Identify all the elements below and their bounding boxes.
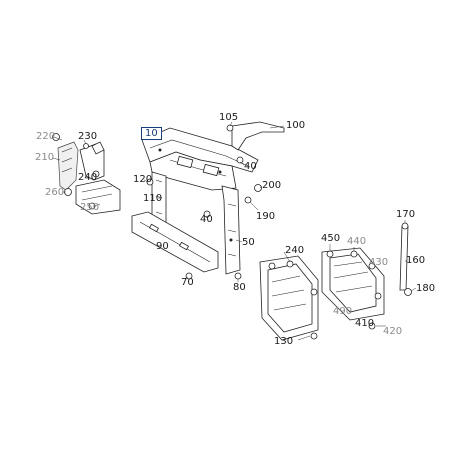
callout-240-left[interactable]: 240 [78,172,98,183]
callout-230[interactable]: 230 [78,131,98,142]
callout-440[interactable]: 440 [347,236,367,247]
vertical-hose [399,222,412,296]
callout-490[interactable]: 490 [333,306,353,317]
lower-mount-frame [259,255,319,341]
callout-210[interactable]: 210 [35,152,55,163]
callout-130[interactable]: 130 [274,336,294,347]
callout-190[interactable]: 190 [256,211,276,222]
callout-250[interactable]: 250 [80,202,100,213]
right-module-assembly [321,247,385,330]
callout-450[interactable]: 450 [321,233,341,244]
callout-70[interactable]: 70 [181,277,194,288]
callout-50[interactable]: 50 [242,237,255,248]
callout-430[interactable]: 430 [369,257,389,268]
left-side-bracket-assembly [52,133,121,215]
callout-240-right[interactable]: 240 [285,245,305,256]
callout-80[interactable]: 80 [233,282,246,293]
callout-110[interactable]: 110 [143,193,163,204]
top-bracket [226,121,285,164]
callout-420[interactable]: 420 [383,326,403,337]
callout-200[interactable]: 200 [262,180,282,191]
radiator-support-frame [131,127,259,275]
callout-90[interactable]: 90 [156,241,169,252]
callout-170[interactable]: 170 [396,209,416,220]
callout-160[interactable]: 160 [406,255,426,266]
callout-180[interactable]: 180 [416,283,436,294]
callout-410[interactable]: 410 [355,318,375,329]
callout-105[interactable]: 105 [219,112,239,123]
callout-220[interactable]: 220 [36,131,56,142]
callout-10[interactable]: 10 [141,127,162,140]
leader-lines [52,121,417,341]
callout-40-upper[interactable]: 40 [244,161,257,172]
callout-260[interactable]: 260 [45,187,65,198]
callout-120[interactable]: 120 [133,174,153,185]
callout-40-lower[interactable]: 40 [200,214,213,225]
callout-100[interactable]: 100 [286,120,306,131]
